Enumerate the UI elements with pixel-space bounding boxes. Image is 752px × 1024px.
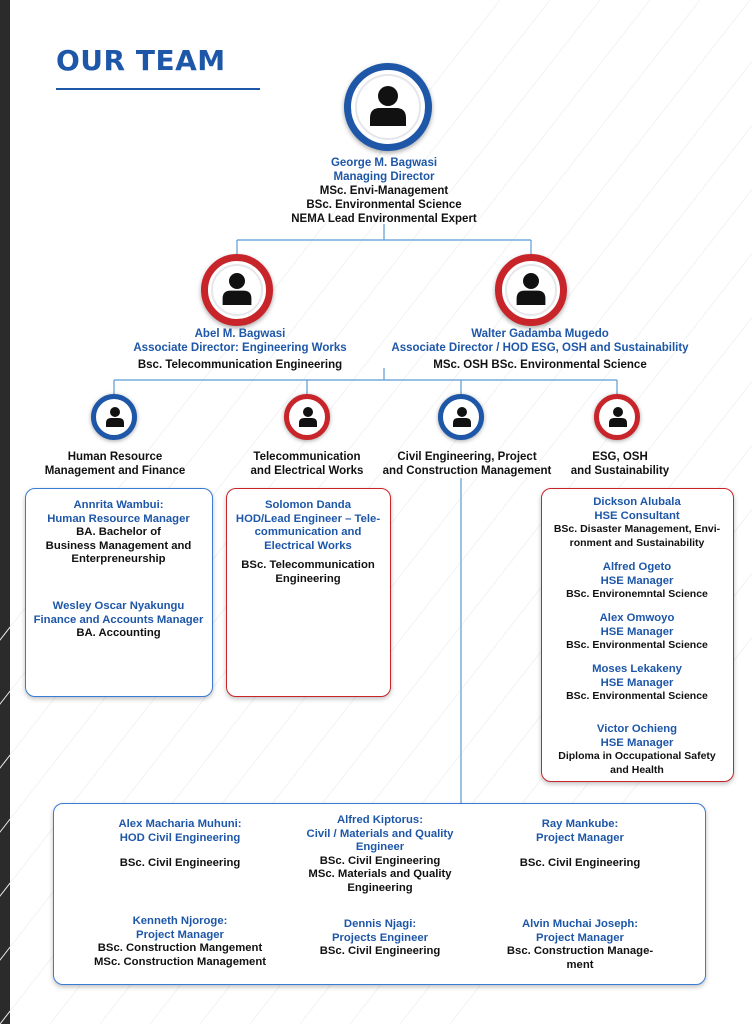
page-spine bbox=[0, 0, 10, 1024]
md-qual-1: MSc. Envi-Management bbox=[319, 185, 449, 197]
staff-card-kenneth: Kenneth Njoroge: Project Manager BSc. Co… bbox=[94, 915, 266, 968]
avatar-dept-hr bbox=[91, 394, 137, 440]
staff-card-alvin: Alvin Muchai Joseph: Project Manager Bsc… bbox=[506, 918, 654, 971]
person-icon bbox=[299, 407, 317, 427]
esg-team-box: Dickson Alubala HSE Consultant BSc. Disa… bbox=[541, 488, 734, 782]
dept-label-civil: Civil Engineering, Project and Construct… bbox=[382, 451, 552, 477]
staff-card-wesley: Wesley Oscar Nyakungu Finance and Accoun… bbox=[33, 600, 204, 639]
dept-label-esg: ESG, OSH and Sustainability bbox=[570, 451, 670, 477]
avatar-associate-director-engineering bbox=[201, 254, 273, 326]
staff-card-alex-macharia: Alex Macharia Muhuni: HOD Civil Engineer… bbox=[118, 818, 242, 869]
avatar-dept-esg bbox=[594, 394, 640, 440]
avatar-associate-director-esg bbox=[495, 254, 567, 326]
avatar-managing-director bbox=[344, 63, 432, 151]
person-icon bbox=[516, 273, 546, 305]
staff-card-solomon: Solomon Danda HOD/Lead Engineer – Tele- … bbox=[235, 499, 381, 585]
person-icon bbox=[370, 86, 406, 126]
staff-card-alex-omwoyo: Alex Omwoyo HSE Manager BSc. Environment… bbox=[566, 612, 708, 651]
page-title: OUR TEAM bbox=[56, 44, 226, 77]
staff-card-dickson: Dickson Alubala HSE Consultant BSc. Disa… bbox=[553, 496, 721, 549]
md-qual-2: BSc. Environmental Science bbox=[306, 199, 462, 211]
ad1-name: Abel M. Bagwasi bbox=[194, 328, 286, 340]
md-qual-3: NEMA Lead Environmental Expert bbox=[291, 213, 477, 225]
ad2-name: Walter Gadamba Mugedo bbox=[471, 328, 609, 340]
dept-label-hr: Human Resource Management and Finance bbox=[44, 451, 186, 477]
person-icon bbox=[222, 273, 252, 305]
md-name: George M. Bagwasi bbox=[330, 157, 438, 169]
title-underline bbox=[56, 88, 260, 90]
staff-card-annrita: Annrita Wambui: Human Resource Manager B… bbox=[45, 499, 192, 565]
person-icon bbox=[106, 407, 124, 427]
telecom-team-box: Solomon Danda HOD/Lead Engineer – Tele- … bbox=[226, 488, 391, 697]
ad1-qual-1: Bsc. Telecommunication Engineering bbox=[137, 359, 343, 371]
staff-card-alfred-ogeto: Alfred Ogeto HSE Manager BSc. Environemn… bbox=[566, 561, 708, 600]
md-role: Managing Director bbox=[333, 171, 435, 183]
ad1-info: Abel M. Bagwasi Associate Director: Engi… bbox=[110, 327, 370, 372]
md-info: George M. Bagwasi Managing Director MSc.… bbox=[234, 156, 534, 226]
staff-card-ray: Ray Mankube: Project Manager BSc. Civil … bbox=[519, 818, 641, 869]
ad2-qual-1: MSc. OSH BSc. Environmental Science bbox=[433, 359, 647, 371]
staff-card-dennis: Dennis Njagi: Projects Engineer BSc. Civ… bbox=[319, 918, 441, 957]
hr-team-box: Annrita Wambui: Human Resource Manager B… bbox=[25, 488, 213, 697]
dept-label-telecom: Telecommunication and Electrical Works bbox=[250, 451, 364, 477]
ad1-role: Associate Director: Engineering Works bbox=[133, 342, 347, 354]
staff-card-moses: Moses Lekakeny HSE Manager BSc. Environm… bbox=[566, 663, 708, 702]
avatar-dept-telecom bbox=[284, 394, 330, 440]
person-icon bbox=[609, 407, 627, 427]
ad2-role: Associate Director / HOD ESG, OSH and Su… bbox=[391, 342, 689, 354]
ad2-info: Walter Gadamba Mugedo Associate Director… bbox=[380, 327, 700, 372]
civil-team-box: Alex Macharia Muhuni: HOD Civil Engineer… bbox=[53, 803, 706, 985]
staff-card-victor: Victor Ochieng HSE Manager Diploma in Oc… bbox=[558, 723, 716, 776]
person-icon bbox=[453, 407, 471, 427]
staff-card-alfred-kiptorus: Alfred Kiptorus: Civil / Materials and Q… bbox=[306, 814, 454, 894]
avatar-dept-civil bbox=[438, 394, 484, 440]
